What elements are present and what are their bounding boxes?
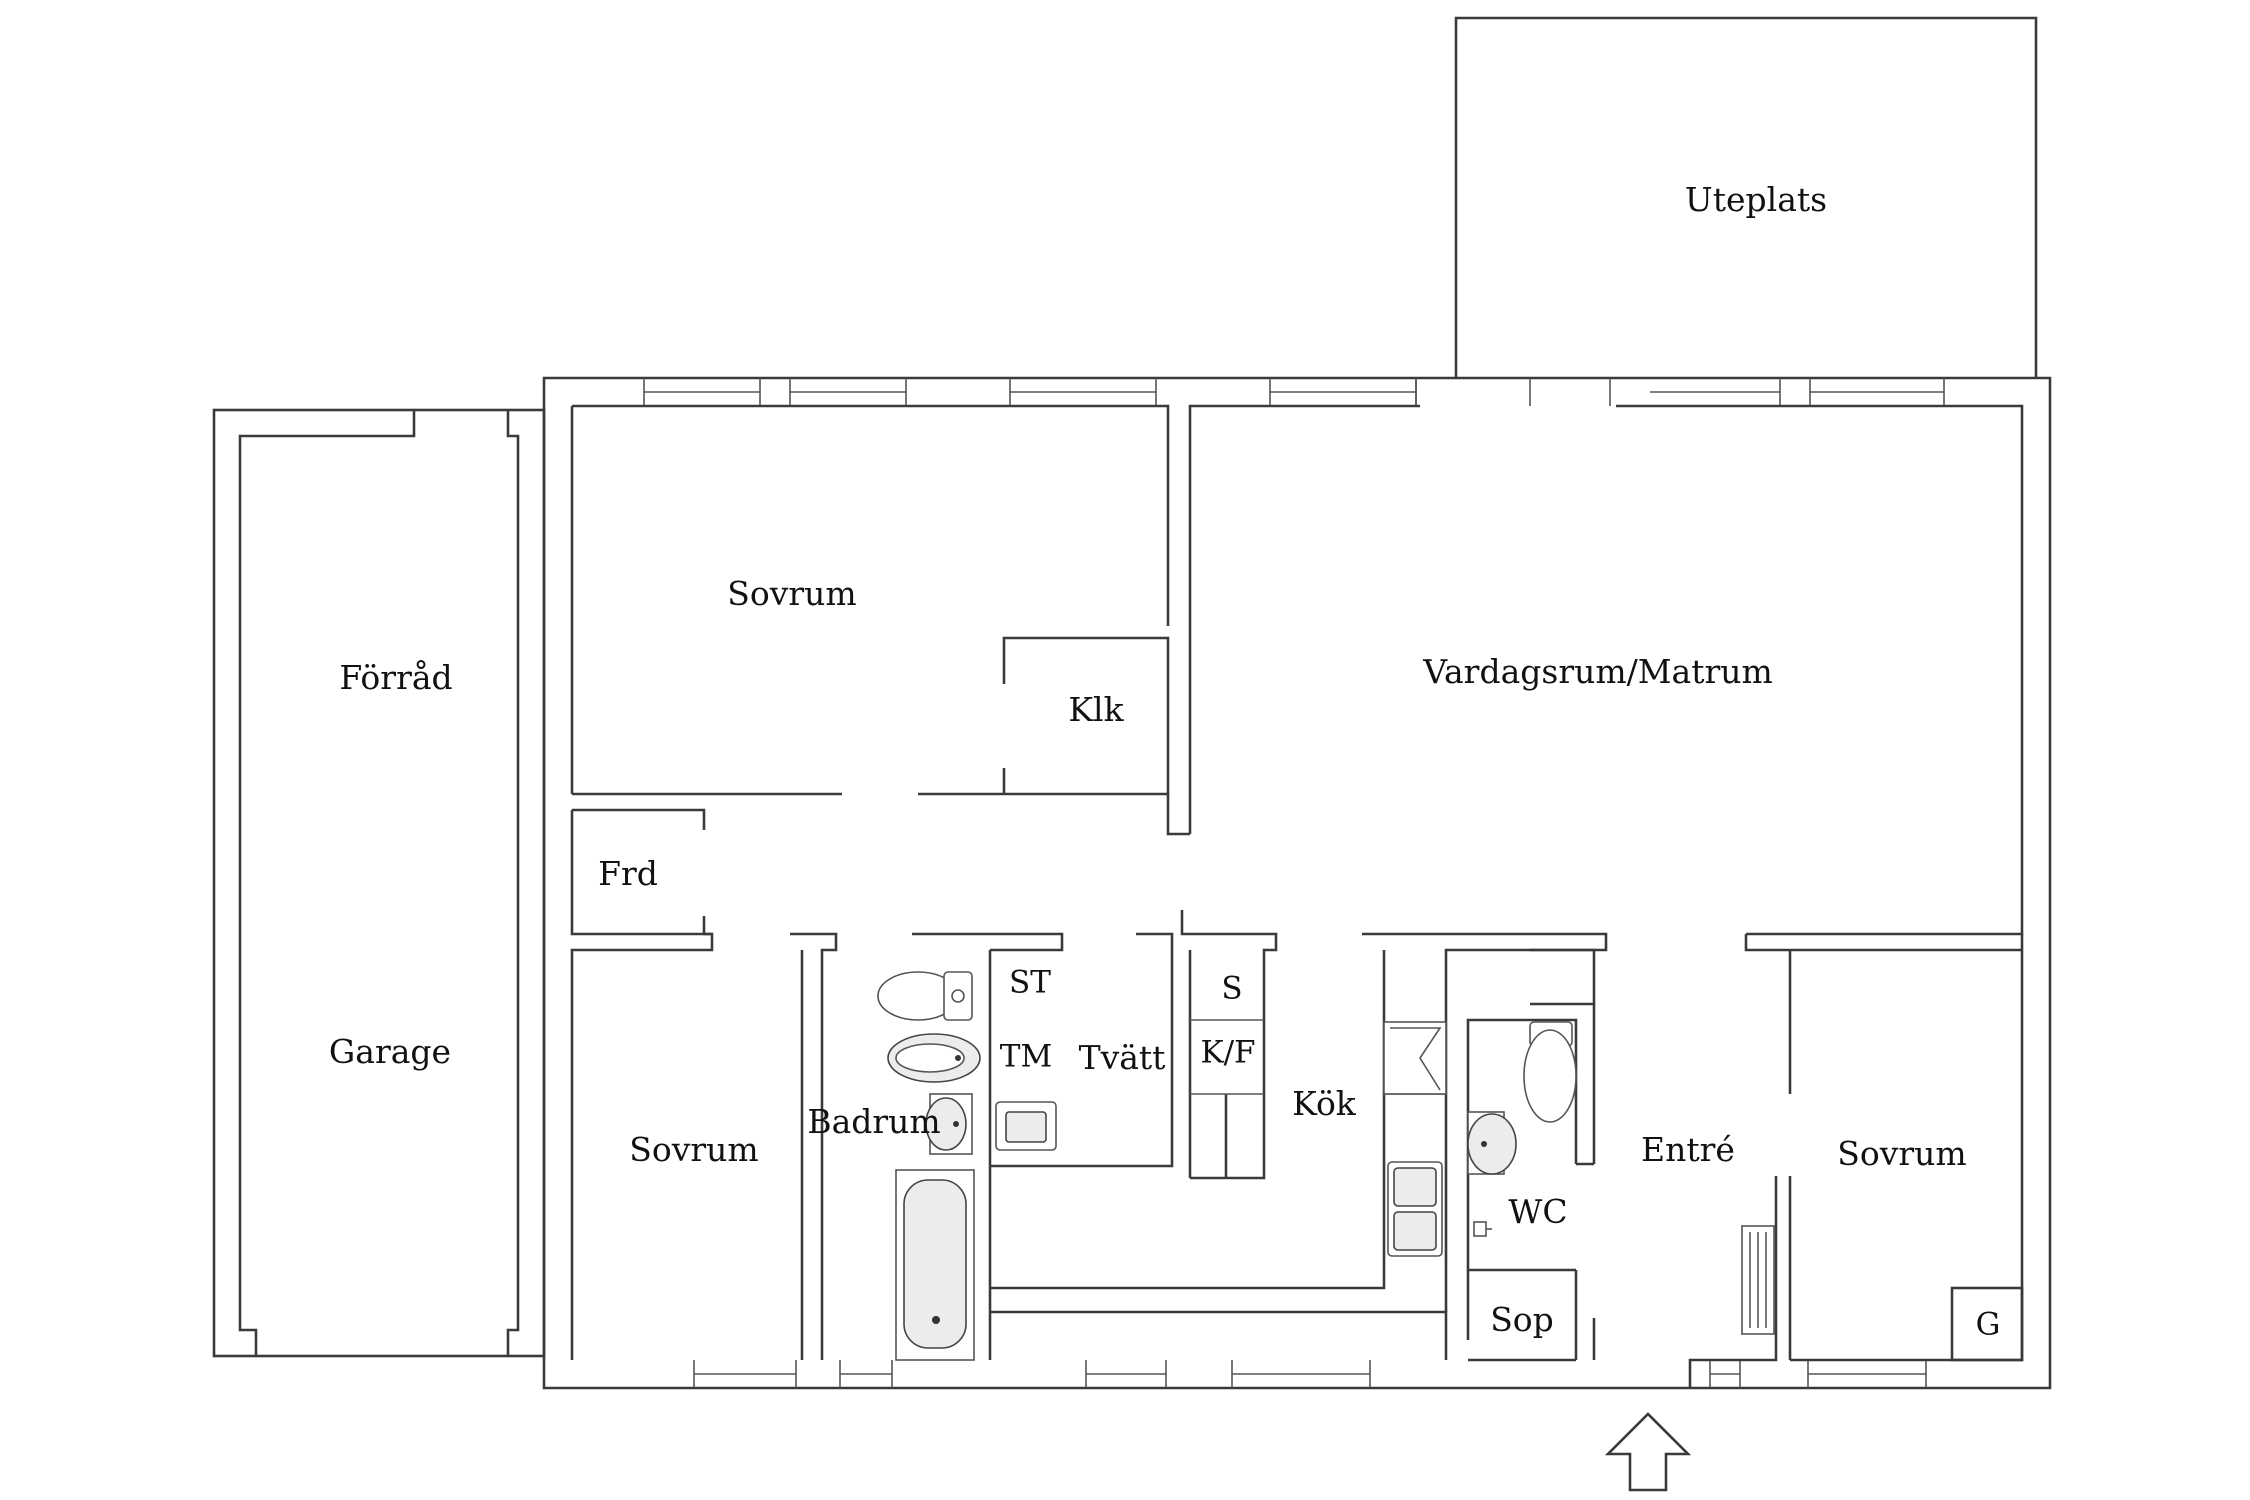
label-sovrum-right: Sovrum <box>1837 1134 1966 1173</box>
label-s: S <box>1221 971 1242 1007</box>
faucet-icon <box>1473 1221 1492 1237</box>
label-badrum: Badrum <box>807 1102 940 1141</box>
label-frd: Frd <box>598 854 658 893</box>
sink-icon <box>925 1093 973 1155</box>
label-tvatt: Tvätt <box>1079 1038 1166 1077</box>
windows-bottom <box>693 1360 1927 1388</box>
radiator-icon <box>1741 1225 1775 1335</box>
garage-walls <box>212 408 546 1358</box>
label-g: G <box>1976 1307 2001 1343</box>
bidet-icon <box>887 1033 981 1083</box>
house-outer-walls <box>542 376 2052 1390</box>
label-tm: TM <box>1000 1039 1052 1075</box>
label-klk: Klk <box>1068 690 1124 729</box>
utility-sink-icon <box>995 1101 1057 1151</box>
label-sovrum-top: Sovrum <box>727 574 856 613</box>
label-entre: Entré <box>1641 1130 1735 1169</box>
windows-top <box>643 378 1945 406</box>
toilet-icon <box>877 971 973 1021</box>
toilet-icon <box>1523 1021 1577 1123</box>
label-st: ST <box>1009 965 1051 1001</box>
label-wc: WC <box>1508 1192 1567 1231</box>
sink-icon <box>1467 1111 1517 1175</box>
label-sovrum-left: Sovrum <box>629 1130 758 1169</box>
label-kok: Kök <box>1292 1084 1357 1123</box>
interior-walls <box>570 404 2024 1388</box>
label-sop: Sop <box>1490 1300 1554 1339</box>
label-vardagsrum: Vardagsrum/Matrum <box>1422 652 1773 691</box>
entrance-arrow-icon <box>1604 1412 1692 1492</box>
label-uteplats: Uteplats <box>1685 180 1827 219</box>
bathtub-icon <box>895 1169 975 1361</box>
label-forrad: Förråd <box>339 658 452 697</box>
label-kf: K/F <box>1200 1035 1255 1071</box>
stove-icon <box>1383 1021 1447 1095</box>
patio-outline <box>1454 16 2038 378</box>
label-garage: Garage <box>329 1032 451 1071</box>
kitchen-sink-icon <box>1387 1161 1443 1257</box>
